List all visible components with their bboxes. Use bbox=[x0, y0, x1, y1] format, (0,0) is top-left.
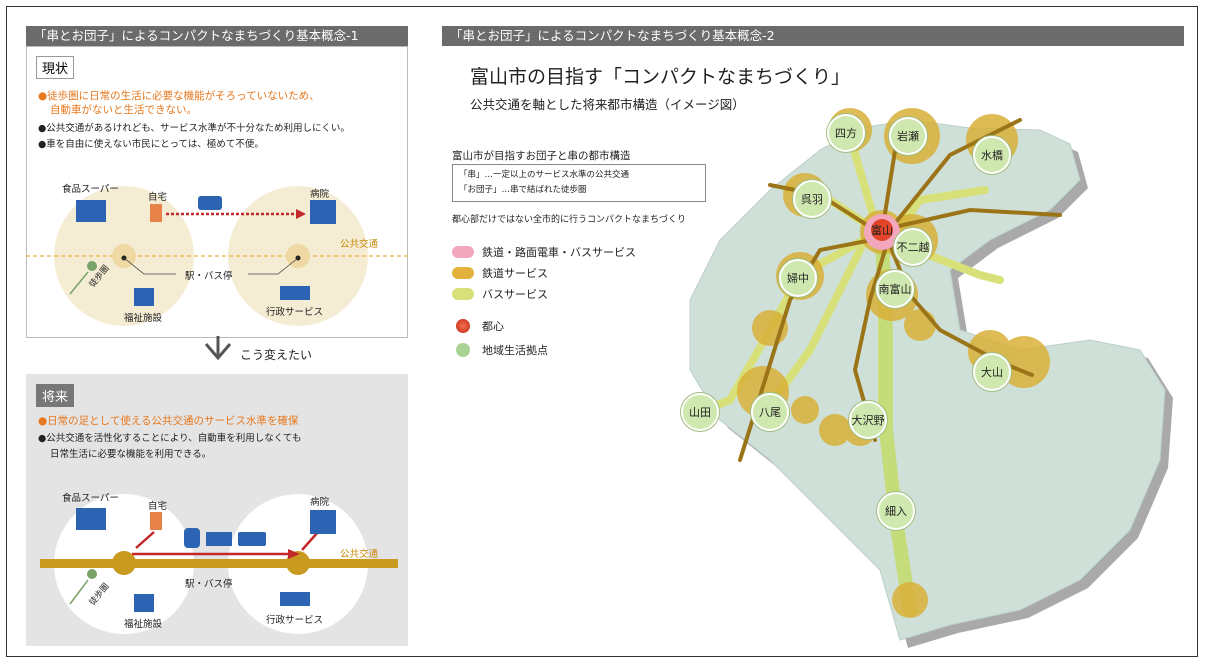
future-tag: 将来 bbox=[36, 384, 75, 407]
future-walker-icon bbox=[87, 569, 97, 579]
compact-note: 都心部だけではない全市的に行うコンパクトなまちづくり bbox=[452, 215, 687, 225]
legend-rail: 鉄道サービス bbox=[452, 265, 548, 281]
node-funyu: 婦中 bbox=[779, 259, 817, 297]
future-welfare-icon bbox=[134, 594, 154, 612]
tram-icon bbox=[184, 528, 200, 548]
legend-all-services-label: 鉄道・路面電車・バスサービス bbox=[482, 246, 636, 259]
future-diagram bbox=[40, 494, 398, 634]
current-orange-1: ●徒歩圏に日常の生活に必要な機能がそろっていないため、 bbox=[38, 90, 320, 102]
future-label-supermarket: 食品スーパー bbox=[62, 493, 119, 504]
future-label-home: 自宅 bbox=[148, 501, 168, 512]
future-label-station: 駅・バス停 bbox=[185, 579, 233, 590]
future-text-1: ●公共交通を活性化することにより、自動車を利用しなくても bbox=[38, 433, 302, 444]
label-public-transport: 公共交通 bbox=[340, 239, 379, 250]
transport-line-solid bbox=[40, 559, 398, 568]
future-station-left bbox=[112, 551, 136, 575]
future-hospital-icon bbox=[310, 510, 336, 534]
future-label-public-transport: 公共交通 bbox=[340, 549, 379, 560]
label-hospital: 病院 bbox=[310, 189, 330, 200]
structure-title: 富山市が目指すお団子と串の都市構造 bbox=[452, 150, 631, 162]
node-yokata: 四方 bbox=[827, 114, 865, 152]
node-minamitoyama: 南富山 bbox=[876, 270, 914, 308]
car-icon bbox=[198, 196, 222, 210]
future-text-2: 日常生活に必要な機能を利用できる。 bbox=[50, 449, 212, 460]
concept2-header: 「串とお団子」によるコンパクトなまちづくり基本概念-2 bbox=[442, 26, 1184, 46]
legend-all-services: 鉄道・路面電車・バスサービス bbox=[452, 244, 636, 260]
current-diagram bbox=[26, 186, 408, 326]
node-osawano: 大沢野 bbox=[849, 401, 887, 439]
future-home-icon bbox=[150, 512, 162, 530]
definition-box: 「串」…一定以上のサービス水準の公共交通 「お団子」…串で結ばれた徒歩圏 bbox=[452, 164, 706, 202]
current-text-1: ●公共交通があるけれども、サービス水準が不十分なため利用しにくい。 bbox=[38, 123, 350, 134]
transit-route-arrowhead bbox=[288, 549, 300, 559]
label-supermarket: 食品スーパー bbox=[62, 184, 119, 195]
node-fujikoshi: 不二越 bbox=[894, 228, 932, 266]
home-icon bbox=[150, 204, 162, 222]
label-home: 自宅 bbox=[148, 192, 168, 203]
label-welfare: 福祉施設 bbox=[124, 313, 163, 324]
map-title: 富山市の目指す「コンパクトなまちづくり」 bbox=[470, 66, 851, 88]
walking-arrow bbox=[69, 271, 89, 295]
gold-swatch-icon bbox=[452, 267, 474, 279]
node-yamada: 山田 bbox=[681, 393, 719, 431]
label-station: 駅・バス停 bbox=[185, 271, 233, 282]
future-label-hospital: 病院 bbox=[310, 497, 330, 508]
current-text-2: ●車を自由に使えない市民にとっては、極めて不便。 bbox=[38, 139, 264, 150]
train-icon bbox=[206, 532, 232, 546]
station-leader-left bbox=[123, 257, 176, 275]
current-orange-2: 自動車がないと生活できない。 bbox=[50, 104, 197, 116]
legend-bus-label: バスサービス bbox=[482, 288, 548, 301]
change-text: こう変えたい bbox=[240, 348, 313, 362]
station-to-hospital-arrow bbox=[301, 531, 319, 551]
station-leader-right bbox=[248, 257, 299, 275]
label-admin: 行政サービス bbox=[266, 307, 324, 318]
current-tag: 現状 bbox=[36, 56, 75, 79]
future-orange: ●日常の足として使える公共交通のサービス水準を確保 bbox=[38, 415, 299, 427]
walker-icon bbox=[87, 261, 97, 271]
pink-swatch-icon bbox=[452, 246, 474, 258]
future-label-admin: 行政サービス bbox=[266, 615, 324, 626]
concept1-header: 「串とお団子」によるコンパクトなまちづくり基本概念-1 bbox=[26, 26, 408, 46]
definition-line-2: 「お団子」…串で結ばれた徒歩圏 bbox=[459, 185, 587, 195]
legend-city-center: 都心 bbox=[452, 318, 504, 334]
city-center-dot bbox=[871, 219, 893, 241]
definition-line-1: 「串」…一定以上のサービス水準の公共交通 bbox=[459, 170, 630, 180]
red-dot-icon bbox=[456, 319, 470, 333]
future-supermarket-icon bbox=[76, 508, 106, 530]
node-iwase: 岩瀬 bbox=[889, 117, 927, 155]
supermarket-icon bbox=[76, 200, 106, 222]
node-mizuhashi: 水橋 bbox=[973, 136, 1011, 174]
future-walking-arrow bbox=[69, 579, 89, 605]
hospital-icon bbox=[310, 200, 336, 224]
map-subtitle: 公共交通を軸とした将来都市構造（イメージ図） bbox=[470, 97, 745, 112]
city-structure-map bbox=[689, 108, 1173, 648]
legend-local-hub: 地域生活拠点 bbox=[452, 342, 548, 358]
future-admin-icon bbox=[280, 592, 310, 606]
node-toyama: 富山 bbox=[871, 224, 893, 237]
node-hosoiri: 細入 bbox=[877, 492, 915, 530]
green-dot-icon bbox=[456, 343, 470, 357]
car-route-arrowhead bbox=[296, 209, 306, 219]
lime-swatch-icon bbox=[452, 288, 474, 300]
node-oyama: 大山 bbox=[973, 353, 1011, 391]
bus-icon bbox=[238, 532, 266, 546]
home-to-station-arrow bbox=[135, 531, 155, 549]
legend-local-hub-label: 地域生活拠点 bbox=[482, 344, 548, 357]
city-area bbox=[689, 119, 1166, 641]
legend-rail-label: 鉄道サービス bbox=[482, 267, 548, 280]
node-yatsuo: 八尾 bbox=[751, 393, 789, 431]
admin-icon bbox=[280, 286, 310, 300]
figure-frame bbox=[6, 6, 1198, 657]
legend-city-center-label: 都心 bbox=[482, 320, 504, 333]
welfare-icon bbox=[134, 288, 154, 306]
legend-bus: バスサービス bbox=[452, 286, 548, 302]
node-kureha: 呉羽 bbox=[793, 180, 831, 218]
down-arrow-icon bbox=[204, 336, 232, 361]
future-label-welfare: 福祉施設 bbox=[124, 619, 163, 630]
